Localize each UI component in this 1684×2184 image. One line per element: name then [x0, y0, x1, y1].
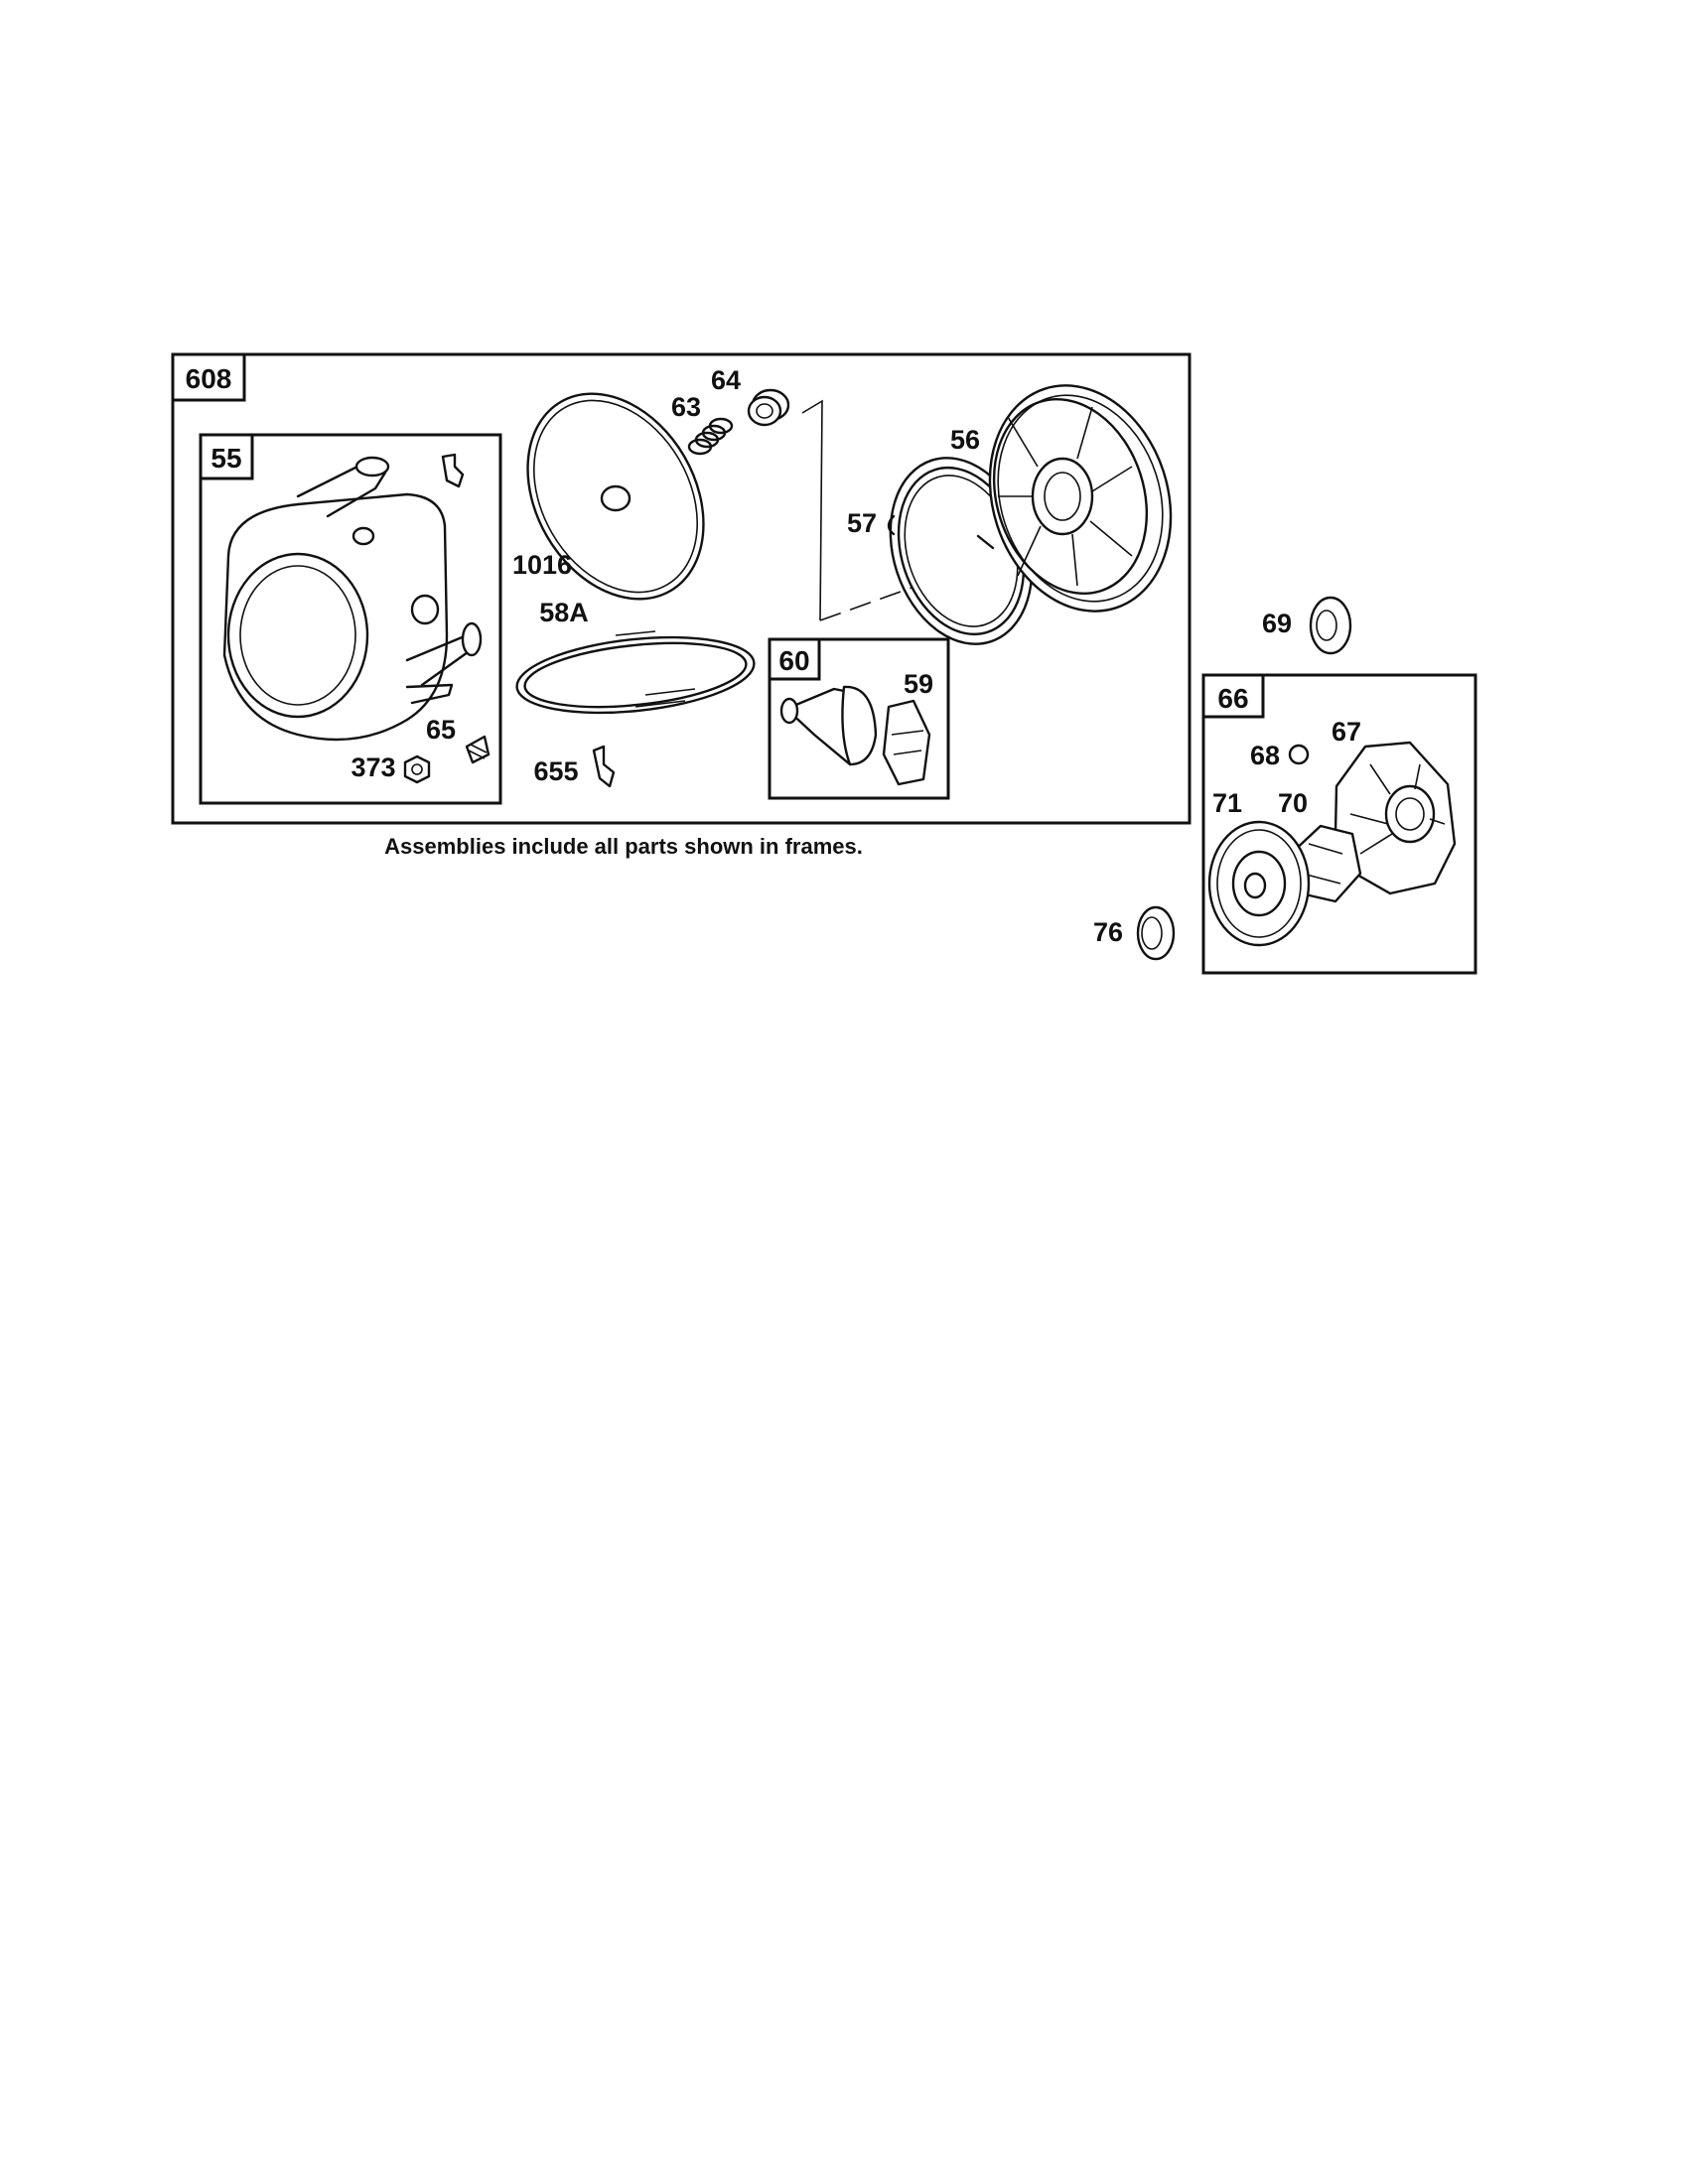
assembly-note: Assemblies include all parts shown in fr…	[384, 834, 863, 859]
assembly-frame-608: 608	[171, 352, 1192, 825]
assembly-frame-66: 66	[1201, 673, 1477, 975]
part-label-1016: 1016	[512, 550, 572, 580]
assembly-frame-55: 55	[199, 433, 502, 805]
part-label-63: 63	[671, 392, 701, 422]
spring-part-63	[687, 417, 734, 456]
part-label-65: 65	[426, 715, 456, 745]
part-label-655: 655	[533, 756, 578, 786]
assembly-label-608: 608	[186, 363, 232, 394]
part-label-59: 59	[904, 669, 933, 699]
ball-part-68	[1288, 744, 1310, 765]
assembly-frame-60: 60	[768, 637, 950, 800]
clip-part-55	[441, 453, 465, 488]
assembly-guide-lines	[801, 399, 912, 621]
washer-part-69	[1309, 596, 1352, 655]
part-label-373: 373	[351, 752, 395, 782]
part-label-71: 71	[1212, 788, 1242, 818]
clip-part-655	[592, 745, 616, 788]
pulley-part-56	[988, 384, 1173, 613]
starter-rope-part-58A	[515, 630, 756, 715]
part-label-56: 56	[950, 425, 980, 455]
screw-part-65	[465, 735, 491, 764]
part-label-76: 76	[1093, 917, 1123, 947]
handle-grip-part	[779, 685, 878, 766]
bushing-part-64	[747, 388, 790, 427]
pulley-part-71	[1207, 820, 1311, 947]
part-label-68: 68	[1250, 741, 1280, 770]
part-label-57: 57	[847, 508, 877, 538]
assembly-label-66: 66	[1217, 683, 1248, 714]
nut-part-373	[403, 754, 431, 784]
part-label-64: 64	[711, 365, 741, 395]
part-label-69: 69	[1262, 609, 1292, 638]
seal-part-76	[1136, 905, 1176, 961]
part-label-67: 67	[1332, 717, 1361, 747]
disc-part-1016	[526, 392, 705, 601]
assembly-label-55: 55	[210, 443, 241, 474]
part-label-70: 70	[1278, 788, 1308, 818]
part-label-58A: 58A	[539, 598, 589, 627]
assembly-label-60: 60	[778, 645, 809, 676]
handle-insert-part-59	[882, 699, 931, 786]
blower-housing-part	[222, 456, 483, 742]
